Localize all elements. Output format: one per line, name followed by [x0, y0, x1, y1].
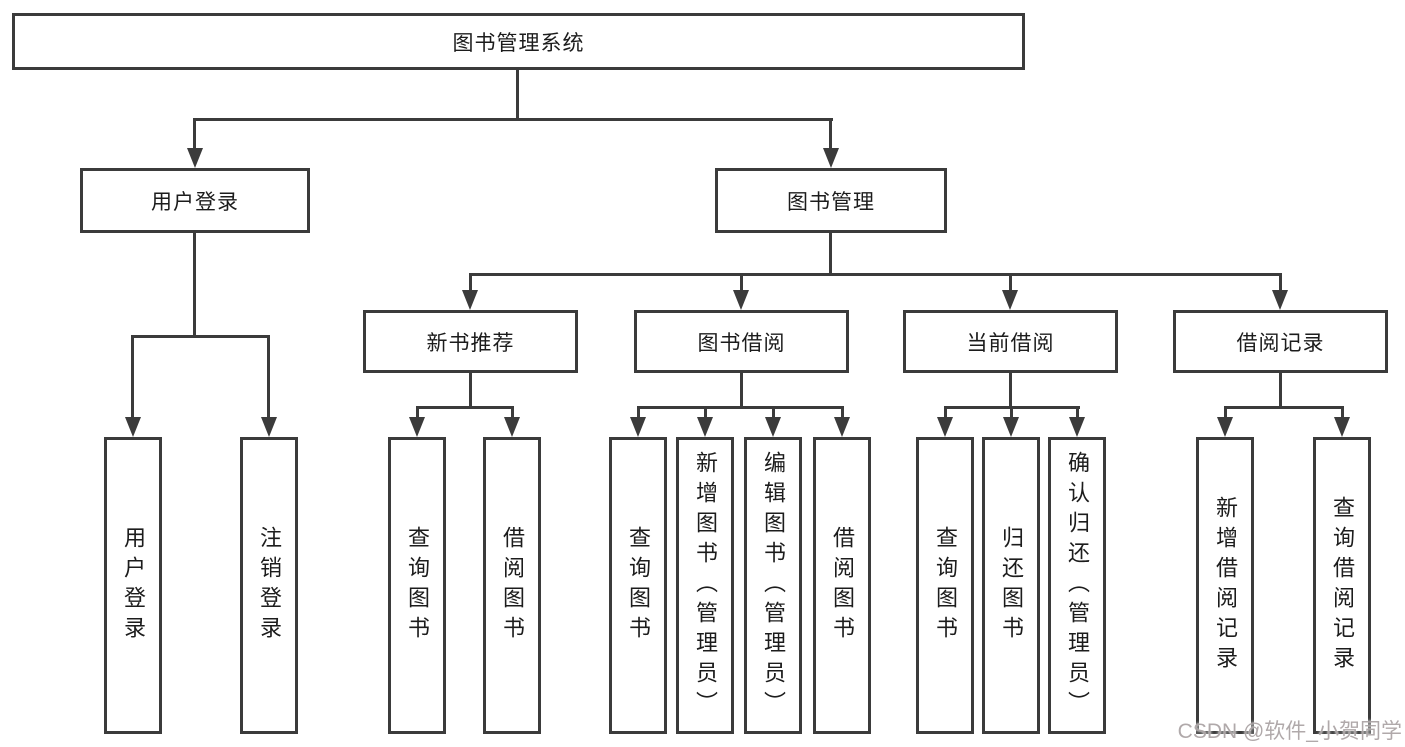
- arrow-down-icon: [834, 417, 850, 437]
- connector-line: [1010, 406, 1013, 417]
- arrow-down-icon: [1272, 290, 1288, 310]
- connector-line: [1224, 406, 1227, 417]
- arrow-down-icon: [1334, 417, 1350, 437]
- leaf-label: 查询图书: [933, 525, 958, 646]
- arrow-down-icon: [504, 417, 520, 437]
- connector-line: [511, 406, 514, 417]
- connector-line: [772, 406, 775, 417]
- arrow-down-icon: [409, 417, 425, 437]
- leaf-label: 新增图书（管理员）: [693, 450, 718, 721]
- connector-line: [1224, 406, 1344, 409]
- arrow-down-icon: [697, 417, 713, 437]
- node-book-management: 图书管理: [715, 168, 947, 233]
- leaf-label: 注销登录: [257, 525, 282, 646]
- node-borrowing-records: 借阅记录: [1173, 310, 1388, 373]
- connector-line: [740, 373, 743, 406]
- connector-line: [1279, 373, 1282, 406]
- leaf-query-books-recommend: 查询图书: [388, 437, 446, 734]
- leaf-borrow-books-borrowing: 借阅图书: [813, 437, 871, 734]
- leaf-edit-books-admin: 编辑图书（管理员）: [744, 437, 802, 734]
- arrow-down-icon: [462, 290, 478, 310]
- connector-line: [1279, 273, 1282, 290]
- arrow-down-icon: [1003, 417, 1019, 437]
- connector-line: [267, 335, 270, 417]
- leaf-label: 查询图书: [626, 525, 651, 646]
- leaf-label: 编辑图书（管理员）: [761, 450, 786, 721]
- leaf-label: 查询借阅记录: [1330, 495, 1355, 676]
- connector-line: [944, 406, 947, 417]
- arrow-down-icon: [1217, 417, 1233, 437]
- connector-line: [131, 335, 134, 417]
- leaf-user-login: 用户登录: [104, 437, 162, 734]
- connector-line: [841, 406, 844, 417]
- leaf-query-borrow-record: 查询借阅记录: [1313, 437, 1371, 734]
- connector-line: [1076, 406, 1079, 417]
- connector-line: [469, 273, 472, 290]
- arrow-down-icon: [823, 148, 839, 168]
- connector-line: [829, 118, 832, 148]
- leaf-query-books-current: 查询图书: [916, 437, 974, 734]
- connector-line: [516, 70, 519, 118]
- leaf-logout: 注销登录: [240, 437, 298, 734]
- leaf-label: 用户登录: [121, 525, 146, 646]
- connector-line: [193, 233, 196, 335]
- leaf-label: 确认归还（管理员）: [1065, 450, 1090, 721]
- node-current-borrowing: 当前借阅: [903, 310, 1118, 373]
- arrow-down-icon: [1069, 417, 1085, 437]
- connector-line: [1341, 406, 1344, 417]
- connector-line: [1009, 373, 1012, 406]
- connector-line: [704, 406, 707, 417]
- leaf-label: 借阅图书: [500, 525, 525, 646]
- leaf-return-books: 归还图书: [982, 437, 1040, 734]
- node-book-borrowing: 图书借阅: [634, 310, 849, 373]
- leaf-label: 新增借阅记录: [1213, 495, 1238, 676]
- leaf-label: 借阅图书: [830, 525, 855, 646]
- connector-line: [740, 273, 743, 290]
- connector-line: [469, 373, 472, 406]
- connector-line: [829, 233, 832, 273]
- connector-line: [131, 335, 270, 338]
- connector-line: [469, 273, 1282, 276]
- leaf-add-borrow-record: 新增借阅记录: [1196, 437, 1254, 734]
- connector-line: [193, 118, 833, 121]
- node-root-library-management-system: 图书管理系统: [12, 13, 1025, 70]
- arrow-down-icon: [937, 417, 953, 437]
- leaf-label: 查询图书: [405, 525, 430, 646]
- node-new-book-recommendation: 新书推荐: [363, 310, 578, 373]
- connector-line: [193, 118, 196, 148]
- leaf-query-books-borrowing: 查询图书: [609, 437, 667, 734]
- connector-line: [416, 406, 419, 417]
- arrow-down-icon: [125, 417, 141, 437]
- connector-line: [416, 406, 514, 409]
- node-user-login: 用户登录: [80, 168, 310, 233]
- arrow-down-icon: [1002, 290, 1018, 310]
- arrow-down-icon: [733, 290, 749, 310]
- leaf-confirm-return-admin: 确认归还（管理员）: [1048, 437, 1106, 734]
- connector-line: [637, 406, 640, 417]
- arrow-down-icon: [187, 148, 203, 168]
- leaf-label: 归还图书: [999, 525, 1024, 646]
- leaf-borrow-books-recommend: 借阅图书: [483, 437, 541, 734]
- connector-line: [1009, 273, 1012, 290]
- watermark: CSDN @软件_小贺同学: [1177, 720, 1402, 743]
- arrow-down-icon: [765, 417, 781, 437]
- leaf-add-books-admin: 新增图书（管理员）: [676, 437, 734, 734]
- arrow-down-icon: [261, 417, 277, 437]
- connector-line: [637, 406, 844, 409]
- arrow-down-icon: [630, 417, 646, 437]
